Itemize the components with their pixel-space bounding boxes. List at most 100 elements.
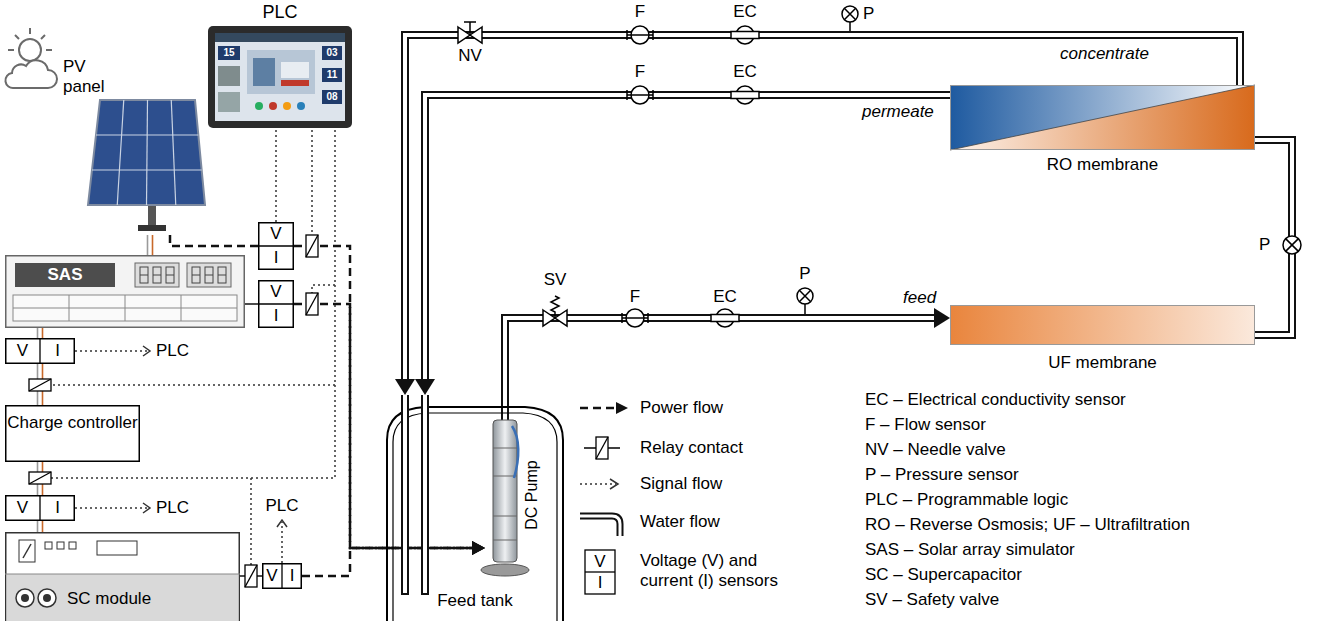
charge-controller: Charge controller [5,405,140,462]
plc-screen-outline [215,33,345,42]
feed-tank-outline [401,395,409,595]
plc-screen-outline [281,62,309,78]
sensor-letter: V [5,495,40,521]
wire-strand [37,328,39,338]
ro-membrane-outline [950,85,1255,150]
sc-module-outline [16,589,34,607]
vi-sensor-box-outline [258,245,294,246]
pressure-sensor [797,288,813,304]
sc-module-outline [45,542,52,549]
solar-array-simulator-outline [6,256,245,328]
solar-array-simulator-outline [69,295,70,321]
sensor-tag: P [863,4,874,24]
sc-module: SC module [5,532,240,621]
sensor-letter: V [5,338,40,364]
pressure-sensor [1283,236,1301,254]
sensor-tag: F [610,2,670,22]
vi-sensor-box-outline [5,495,75,521]
device-label: RO membrane [950,155,1255,175]
power-flow-line [294,246,485,555]
sensor-tag: NV [440,46,500,66]
safety-valve [551,296,559,318]
signal-wire [311,130,313,235]
signal-target: PLC [156,498,189,518]
abbreviation-entry: P – Pressure sensor [865,465,1019,485]
signal-wire [250,478,252,565]
relay-symbol [29,379,51,391]
feed-tank-outline [393,413,557,621]
plc-screen-outline [322,68,342,82]
ec-sensor [731,92,759,99]
solar-array-simulator-outline [205,275,213,276]
pv-panel-outline [138,225,166,231]
flow-label: feed [903,288,936,308]
flow-sensor [627,30,653,40]
abbreviation-entry: SV – Safety valve [865,590,999,610]
arrow-head [395,379,415,395]
sensor-letter: I [585,572,615,593]
signal-target: PLC [156,341,189,361]
ro-membrane-outline [950,85,1255,150]
plc-screen-outline [218,92,240,112]
plc-screen-outline [322,46,342,60]
legend-text: Voltage (V) and current (I) sensors [640,551,790,591]
sensor-letter: I [40,495,75,521]
power-wire [38,521,43,532]
vi-sensor-box-outline [263,564,302,589]
needle-valve [464,22,476,35]
sc-module-outline [69,542,76,549]
flow-sensor [622,313,648,323]
signal-line [275,130,277,222]
sc-module-outline [6,533,240,621]
power-flow-line [170,235,258,246]
plc-screen-outline [253,58,275,86]
arrow-head [934,308,950,328]
plc-screen-outline [281,80,309,86]
power-wire [245,304,258,305]
plc-screen-outline [218,46,240,60]
vi-sensor-box-outline [259,223,294,270]
legend-text: Relay contact [640,438,743,458]
ro-membrane-outline [950,85,1255,150]
device-label: PLC [205,2,355,22]
sensor-letter: I [258,246,294,270]
arrow-head [472,541,485,555]
solar-array-simulator-outline [140,275,148,276]
sensor-tag: EC [715,2,775,22]
ro-membrane: RO membrane [950,85,1255,180]
power-flow-line [294,304,485,555]
solar-array-simulator-outline [192,275,200,276]
legend-sample [596,437,608,459]
relay-symbol [29,472,51,484]
abbreviation-entry: PLC – Programmable logic [865,490,1068,510]
pressure-sensors [797,6,1301,314]
plc-screen-outline [255,102,263,110]
device-label: DC Pump [522,460,542,530]
sc-module-outline [21,594,29,602]
plc-screen-outline [297,102,305,110]
abbreviation-entry: F – Flow sensor [865,415,986,435]
legend-sample [580,516,620,536]
solar-array-simulator-outline [205,267,213,283]
abbreviation-entry: EC – Electrical conductivity sensor [865,390,1126,410]
sc-module-outline [23,544,31,558]
signal-line [276,130,277,222]
power-flow-line [294,246,476,548]
pv-panel-outline [171,100,176,205]
legend-text: Signal flow [640,474,722,494]
dc-pump-outline [493,420,517,562]
legend-sample [580,516,620,536]
legend-sample [585,571,615,572]
screen-value: 08 [322,90,342,104]
signal-target: PLC [262,496,302,516]
sensor-tag: SV [525,270,585,290]
plc-screen-outline [269,102,277,110]
sun [19,39,41,61]
plc-screen-outline [247,50,315,94]
sensor-tag: P [775,264,835,284]
vi-sensor-box-outline [259,281,294,328]
solar-array-simulator-outline [125,295,126,321]
vi-sensor-box-outline [39,495,40,521]
